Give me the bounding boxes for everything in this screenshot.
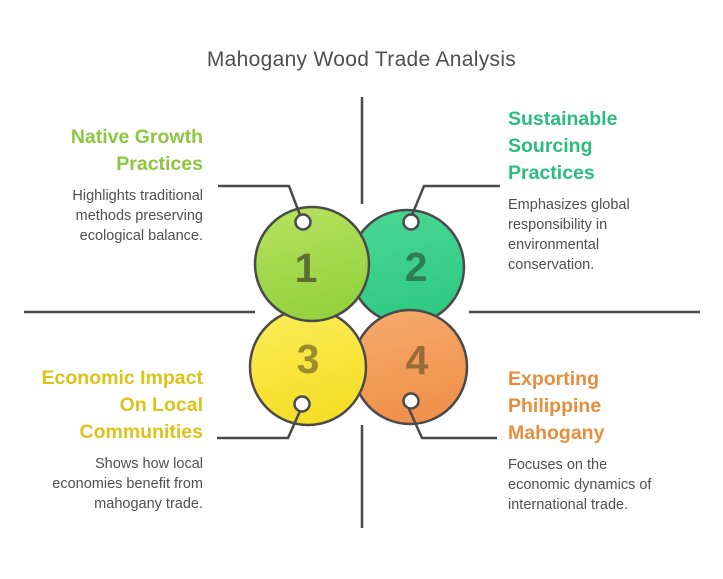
desc-line: responsibility in xyxy=(508,217,608,233)
connector-line-1 xyxy=(218,184,302,216)
connector-line-4 xyxy=(407,408,497,440)
circle-2-number: 2 xyxy=(405,244,428,290)
quadrant-3-heading: Economic Impact On Local Communities xyxy=(42,365,203,446)
desc-line: international trade. xyxy=(508,497,629,513)
desc-line: economic dynamics of xyxy=(508,477,652,493)
heading-line: Practices xyxy=(116,153,203,175)
heading-line: On Local xyxy=(119,394,203,416)
circle-4-number: 4 xyxy=(406,337,429,383)
desc-line: conservation. xyxy=(508,257,595,273)
quadrant-exporting-mahogany: Exporting Philippine Mahogany Focuses on… xyxy=(508,366,651,515)
desc-line: ecological balance. xyxy=(79,228,203,244)
desc-line: Shows how local xyxy=(95,456,203,472)
connector-line-3 xyxy=(217,410,302,440)
heading-line: Sourcing xyxy=(508,135,593,157)
quadrant-3-description: Shows how local economies benefit from m… xyxy=(42,454,203,514)
heading-line: Philippine xyxy=(508,395,602,417)
quadrant-native-growth: Native Growth Practices Highlights tradi… xyxy=(71,124,203,246)
desc-line: methods preserving xyxy=(75,208,203,224)
quadrant-2-description: Emphasizes global responsibility in envi… xyxy=(508,195,630,275)
heading-line: Mahogany xyxy=(508,422,605,444)
heading-line: Sustainable xyxy=(508,108,618,130)
ring-marker-3 xyxy=(293,395,311,413)
quadrant-4-heading: Exporting Philippine Mahogany xyxy=(508,366,651,447)
heading-line: Exporting xyxy=(508,368,599,390)
quadrant-1-description: Highlights traditional methods preservin… xyxy=(71,186,203,246)
circle-1-number: 1 xyxy=(295,245,318,291)
circle-1 xyxy=(253,205,371,323)
quadrant-4-description: Focuses on the economic dynamics of inte… xyxy=(508,455,651,515)
heading-line: Communities xyxy=(79,421,203,443)
heading-line: Native Growth xyxy=(70,126,203,148)
desc-line: economies benefit from xyxy=(52,476,203,492)
page-title: Mahogany Wood Trade Analysis xyxy=(206,48,517,71)
quadrant-2-heading: Sustainable Sourcing Practices xyxy=(508,106,630,187)
ring-marker-2 xyxy=(402,213,420,231)
connector-line-2 xyxy=(410,184,500,216)
desc-line: environmental xyxy=(508,237,600,253)
quadrant-1-heading: Native Growth Practices xyxy=(71,124,203,178)
desc-line: Focuses on the xyxy=(508,457,608,473)
desc-line: Highlights traditional xyxy=(72,188,203,204)
quadrant-economic-impact: Economic Impact On Local Communities Sho… xyxy=(42,365,203,514)
desc-line: mahogany trade. xyxy=(94,496,203,512)
circle-3-number: 3 xyxy=(297,336,320,382)
heading-line: Economic Impact xyxy=(41,367,203,389)
ring-marker-4 xyxy=(402,392,420,410)
desc-line: Emphasizes global xyxy=(508,197,630,213)
ring-marker-1 xyxy=(294,213,312,231)
heading-line: Practices xyxy=(508,162,595,184)
quadrant-sustainable-sourcing: Sustainable Sourcing Practices Emphasize… xyxy=(508,106,630,275)
